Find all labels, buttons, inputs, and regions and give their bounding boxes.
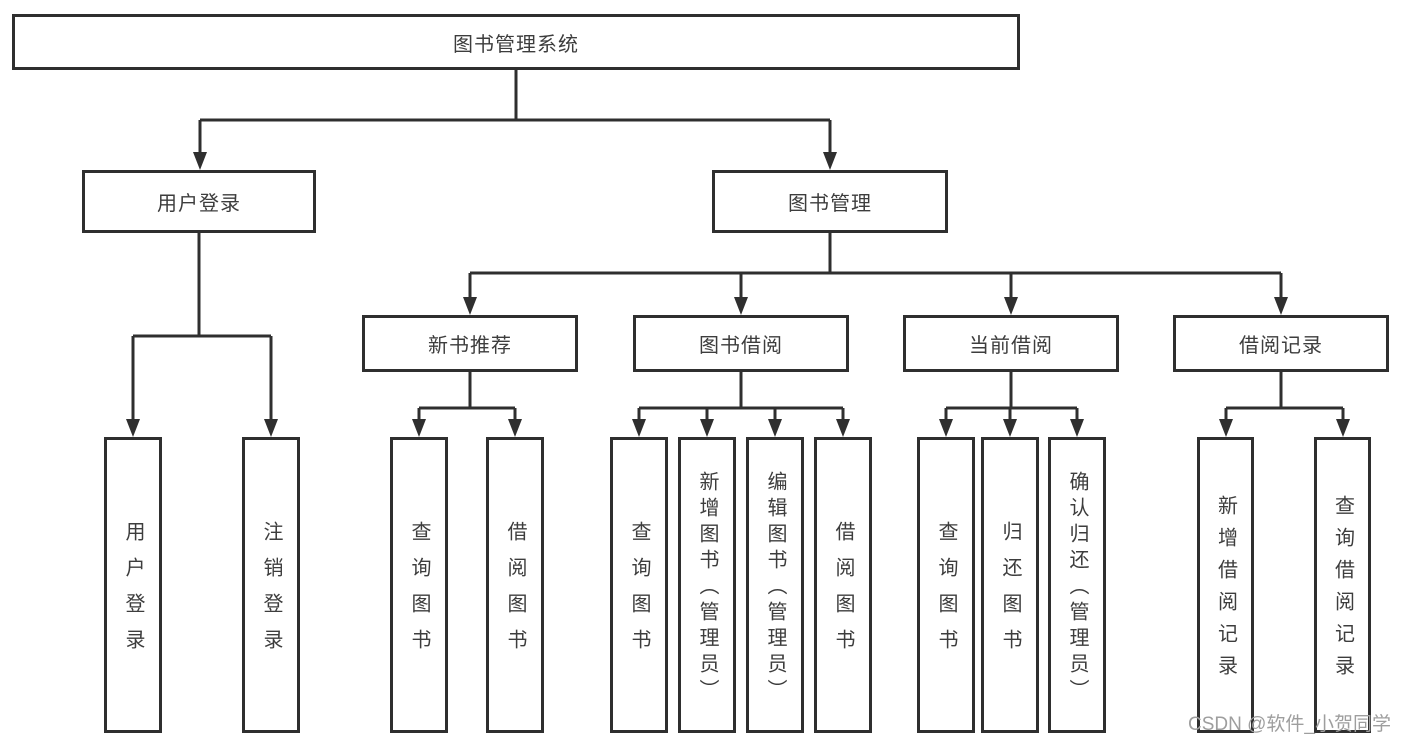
leaf-query-books-current: 查询图书 xyxy=(917,437,975,733)
leaf-return-book-label: 归还图书 xyxy=(999,521,1021,665)
leaf-confirm-return-admin-label: 确认归还（管理员） xyxy=(1066,471,1088,705)
leaf-add-borrow-record-label: 新增借阅记录 xyxy=(1214,495,1237,687)
node-new-book-recommend: 新书推荐 xyxy=(362,315,578,372)
node-book-management-label: 图书管理 xyxy=(788,193,872,215)
leaf-query-books-borrow: 查询图书 xyxy=(610,437,668,733)
leaf-confirm-return-admin: 确认归还（管理员） xyxy=(1048,437,1106,733)
leaf-user-login: 用户登录 xyxy=(104,437,162,733)
leaf-return-book: 归还图书 xyxy=(981,437,1039,733)
leaf-borrow-books-recommend-label: 借阅图书 xyxy=(504,521,526,665)
node-library-system: 图书管理系统 xyxy=(12,14,1020,70)
leaf-query-books-borrow-label: 查询图书 xyxy=(628,521,650,665)
node-book-management: 图书管理 xyxy=(712,170,948,233)
node-current-borrow-label: 当前借阅 xyxy=(969,335,1053,357)
leaf-borrow-books-label: 借阅图书 xyxy=(832,521,854,665)
leaf-add-book-admin-label: 新增图书（管理员） xyxy=(696,471,718,705)
leaf-query-borrow-record-label: 查询借阅记录 xyxy=(1331,495,1354,687)
node-new-book-recommend-label: 新书推荐 xyxy=(428,335,512,357)
node-book-borrow-label: 图书借阅 xyxy=(699,335,783,357)
watermark: CSDN @软件_小贺同学 xyxy=(1188,714,1391,735)
node-user-login: 用户登录 xyxy=(82,170,316,233)
leaf-query-books-recommend: 查询图书 xyxy=(390,437,448,733)
node-user-login-label: 用户登录 xyxy=(157,193,241,215)
leaf-query-books-recommend-label: 查询图书 xyxy=(408,521,430,665)
leaf-query-books-current-label: 查询图书 xyxy=(935,521,957,665)
leaf-logout-label: 注销登录 xyxy=(260,521,282,665)
leaf-borrow-books: 借阅图书 xyxy=(814,437,872,733)
node-borrow-records: 借阅记录 xyxy=(1173,315,1389,372)
node-current-borrow: 当前借阅 xyxy=(903,315,1119,372)
leaf-edit-book-admin: 编辑图书（管理员） xyxy=(746,437,804,733)
leaf-edit-book-admin-label: 编辑图书（管理员） xyxy=(764,471,786,705)
node-borrow-records-label: 借阅记录 xyxy=(1239,335,1323,357)
leaf-logout: 注销登录 xyxy=(242,437,300,733)
node-library-system-label: 图书管理系统 xyxy=(453,33,579,56)
leaf-user-login-label: 用户登录 xyxy=(122,521,144,665)
node-book-borrow: 图书借阅 xyxy=(633,315,849,372)
leaf-borrow-books-recommend: 借阅图书 xyxy=(486,437,544,733)
leaf-add-borrow-record: 新增借阅记录 xyxy=(1197,437,1254,733)
leaf-query-borrow-record: 查询借阅记录 xyxy=(1314,437,1371,733)
leaf-add-book-admin: 新增图书（管理员） xyxy=(678,437,736,733)
